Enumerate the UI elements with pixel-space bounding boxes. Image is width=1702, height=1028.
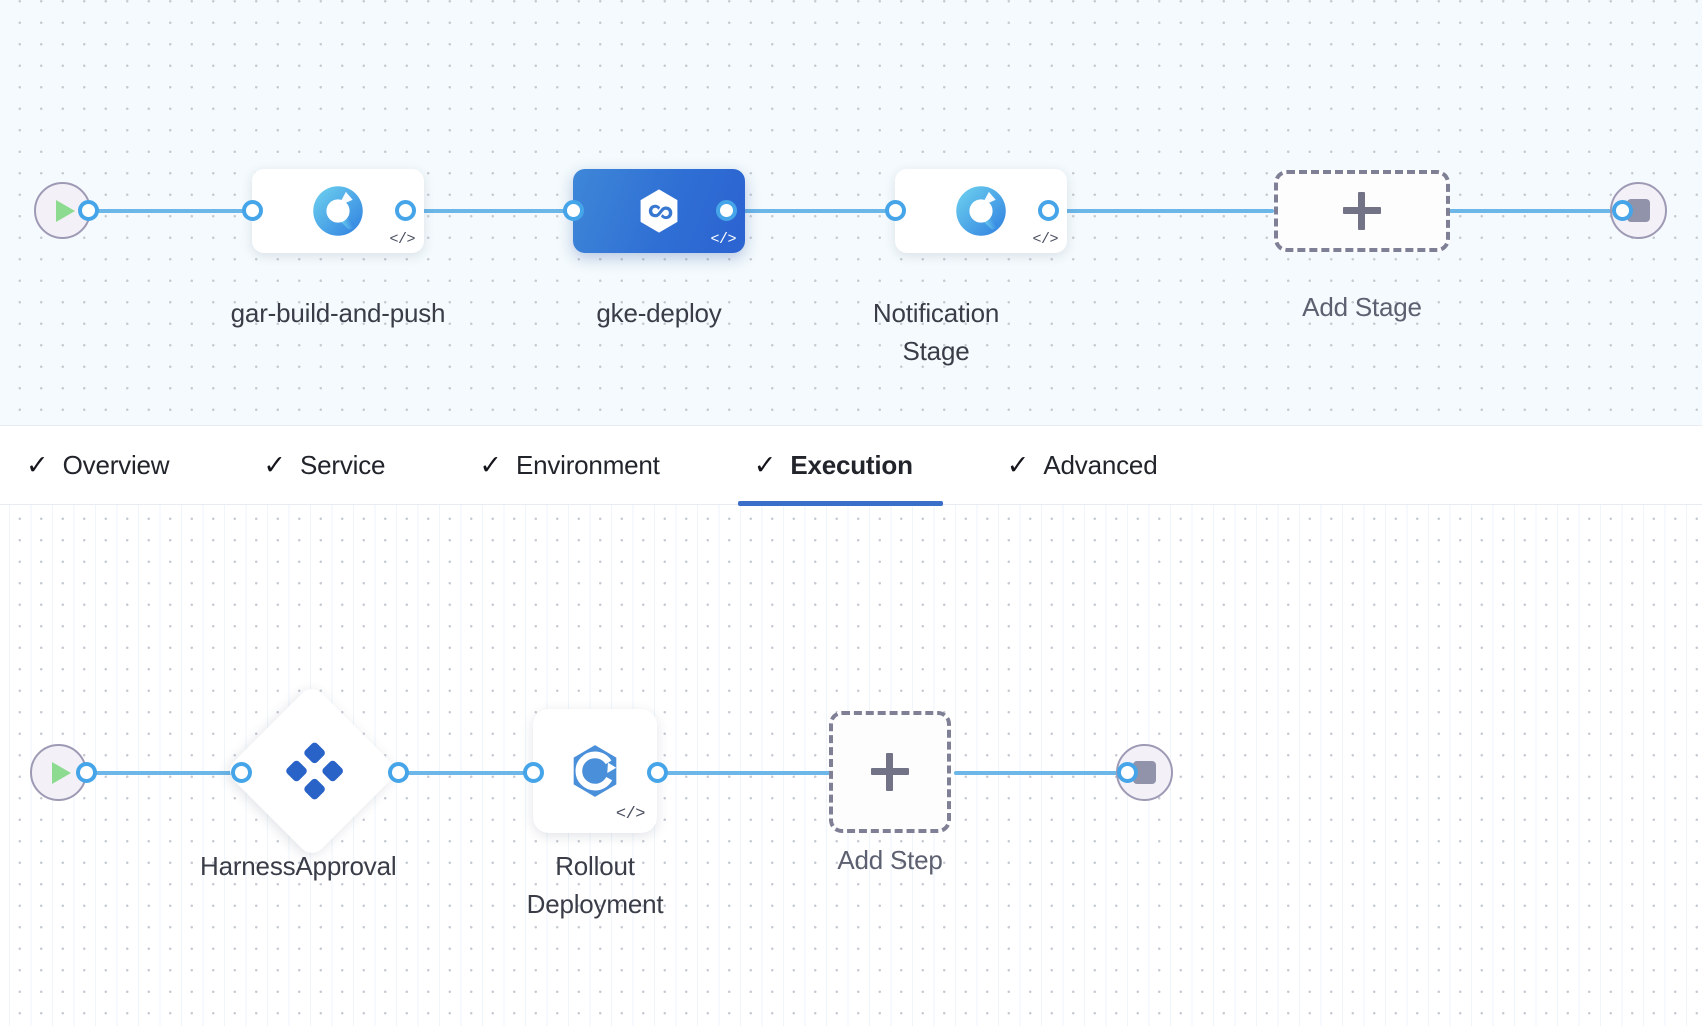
port-stage1-out[interactable]	[395, 200, 416, 221]
check-icon: ✓	[1006, 449, 1030, 480]
tab-overview[interactable]: ✓ Overview	[26, 425, 203, 505]
add-step-button[interactable]	[829, 711, 951, 833]
yaml-code-badge: </>	[389, 231, 415, 248]
edge-addstage-to-end	[1449, 209, 1619, 213]
check-icon: ✓	[263, 449, 287, 480]
play-icon	[56, 199, 75, 222]
tab-advanced[interactable]: ✓ Advanced	[1007, 425, 1192, 505]
tab-label: Advanced	[1043, 449, 1158, 480]
port-stage1-in[interactable]	[242, 200, 263, 221]
tab-service[interactable]: ✓ Service	[263, 425, 419, 505]
yaml-code-badge: </>	[710, 231, 736, 248]
step-label-rollout-deployment: Rollout Deployment	[526, 851, 664, 919]
port-stage2-out[interactable]	[716, 200, 737, 221]
add-stage-button[interactable]	[1274, 170, 1450, 252]
plus-icon	[871, 753, 909, 791]
port-rollout-out[interactable]	[647, 762, 668, 783]
check-icon: ✓	[26, 449, 49, 480]
tab-label: Service	[300, 449, 386, 480]
stop-icon	[1133, 761, 1156, 784]
kubernetes-rollout-icon	[573, 745, 617, 797]
stage-label-gar-build-and-push: gar-build-and-push	[230, 298, 446, 328]
edge-approval-to-rollout	[388, 771, 528, 775]
execution-start-node[interactable]	[30, 744, 87, 801]
port-execstart-out[interactable]	[76, 762, 97, 783]
plus-icon	[1343, 192, 1381, 230]
port-approval-in[interactable]	[231, 762, 252, 783]
port-start-out[interactable]	[78, 200, 99, 221]
edge-execstart-to-approval	[72, 771, 242, 775]
add-step-label: Add Step	[837, 845, 943, 875]
edge-stage3-to-addstage	[1048, 209, 1274, 213]
edge-start-to-stage1	[88, 209, 253, 213]
port-stage3-out[interactable]	[1038, 200, 1059, 221]
tab-label: Environment	[515, 449, 660, 480]
edge-addstep-to-execend	[954, 771, 1124, 775]
yaml-code-badge: </>	[615, 805, 646, 824]
stop-icon	[1627, 199, 1650, 222]
check-icon: ✓	[753, 449, 777, 480]
edge-stage2-to-stage3	[726, 209, 896, 213]
port-stage3-in[interactable]	[885, 200, 906, 221]
add-stage-label: Add Stage	[1302, 292, 1422, 322]
step-label-harness-approval: HarnessApproval	[200, 851, 397, 881]
port-end-in[interactable]	[1612, 200, 1633, 221]
yaml-code-badge: </>	[1032, 231, 1058, 248]
pipeline-stage-canvas[interactable]: </> gar-build-and-push </> gke-deploy </	[0, 0, 1702, 425]
check-icon: ✓	[479, 449, 502, 480]
tab-label: Overview	[62, 449, 170, 480]
harness-deploy-hexagon-icon	[640, 189, 678, 233]
port-approval-out[interactable]	[388, 762, 409, 783]
tab-execution[interactable]: ✓ Execution	[737, 425, 947, 506]
stage-label-notification-stage: Notification Stage	[872, 298, 1000, 366]
active-tab-underline	[737, 501, 943, 506]
port-stage2-in[interactable]	[563, 200, 584, 221]
harness-build-icon	[956, 186, 1006, 236]
tab-environment[interactable]: ✓ Environment	[479, 425, 693, 505]
tab-label: Execution	[790, 449, 913, 480]
edge-stage1-to-stage2	[405, 209, 573, 213]
port-rollout-in[interactable]	[523, 762, 544, 783]
play-icon	[52, 761, 71, 784]
harness-build-icon	[313, 186, 363, 236]
stage-label-gke-deploy: gke-deploy	[596, 298, 722, 328]
step-node-rollout-deployment[interactable]: </>	[533, 709, 657, 833]
stage-config-tabs[interactable]: ✓ Overview ✓ Service ✓ Environment ✓ Exe…	[0, 425, 1702, 506]
edge-rollout-to-addstep	[655, 771, 835, 775]
execution-step-canvas[interactable]: HarnessApproval </> Rollout Deployment A…	[0, 505, 1702, 1026]
port-execend-in[interactable]	[1117, 762, 1138, 783]
